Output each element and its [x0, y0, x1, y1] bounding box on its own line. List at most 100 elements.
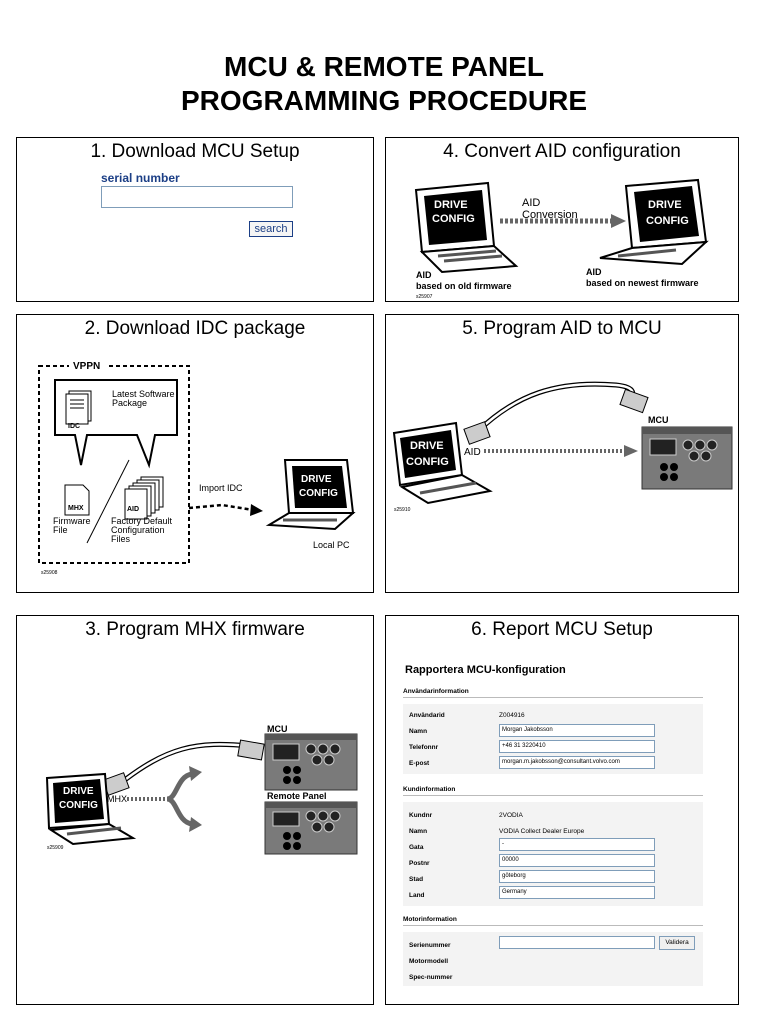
serial-number-input[interactable] [101, 186, 293, 208]
connector-right [619, 388, 649, 414]
section-customer-body: Kundnr 2VODIA Namn VODIA Collect Dealer … [403, 802, 703, 906]
panel-title: 3. Program MHX firmware [85, 619, 305, 640]
idc-download-diagram: VPPN IDC Latest Software Package MHX AID… [38, 360, 356, 576]
panel-title: 6. Report MCU Setup [471, 619, 653, 640]
drive-text: DRIVE [410, 440, 444, 452]
fork-arrow-up [166, 771, 193, 802]
factory-line-3: Files [111, 534, 131, 544]
panel-title: 4. Convert AID configuration [443, 141, 681, 162]
mcu-label: MCU [267, 724, 288, 734]
connector-left [463, 421, 491, 445]
customer-label: Kundnr [409, 812, 433, 819]
serial-number-label: serial number [101, 171, 180, 185]
conversion-text: Conversion [522, 209, 578, 221]
fork-arrow-down [166, 796, 193, 827]
latest-line-1: Latest Software [112, 389, 175, 399]
panel-program-mhx: 3. Program MHX firmware DRIVE CONFIG MHX [16, 615, 374, 1005]
right-aid-label: AID [586, 267, 602, 277]
import-arrow [188, 503, 254, 512]
latest-line-2: Package [112, 398, 147, 408]
idc-document-icon [65, 390, 92, 425]
section-user-body: Användarid Z004916 Namn Morgan Jakobsson… [403, 704, 703, 774]
remote-panel-icon [264, 801, 358, 855]
page-title-line-2: PROGRAMMING PROCEDURE [180, 85, 587, 116]
panel-title: 5. Program AID to MCU [462, 318, 662, 339]
validate-button[interactable]: Validera [659, 936, 695, 950]
page-title-line-1: MCU & REMOTE PANEL [224, 51, 544, 82]
firmware-line-2: File [53, 525, 68, 535]
vppn-label: VPPN [73, 361, 100, 372]
laptop-icon-left [414, 181, 519, 274]
idc-label: IDC [68, 423, 80, 430]
conversion-arrow-head [611, 214, 626, 228]
customer-value: 2VODIA [499, 812, 523, 819]
panel-title: 1. Download MCU Setup [90, 141, 300, 162]
aid-files-icon [124, 476, 164, 520]
postal-input[interactable]: 00000 [499, 854, 655, 867]
city-input[interactable]: göteborg [499, 870, 655, 883]
remote-panel-label: Remote Panel [267, 791, 327, 801]
panel-convert-aid: 4. Convert AID configuration DRIVE CONFI… [385, 137, 739, 302]
drive-text: DRIVE [63, 786, 94, 797]
import-arrow-head [250, 504, 263, 516]
laptop-icon [265, 459, 356, 531]
section-user: Användarinformation [403, 688, 703, 698]
aid-label: AID [464, 447, 481, 458]
figure-code: s25909 [47, 845, 64, 851]
config-text: CONFIG [59, 800, 98, 811]
figure-code: s25910 [394, 507, 411, 513]
cable [476, 381, 635, 433]
right-aid-sub: based on newest firmware [586, 278, 699, 288]
email-label: E-post [409, 760, 430, 767]
drive-text: DRIVE [434, 199, 468, 211]
customer-name-value: VODIA Collect Dealer Europe [499, 828, 585, 835]
laptop-icon [392, 421, 493, 505]
aid-conversion-diagram: DRIVE CONFIG AID Conversion DRIVE CONFIG… [414, 178, 709, 300]
user-id-value: Z004916 [499, 712, 525, 719]
mcu-device-icon [264, 733, 358, 791]
figure-code: s25908 [41, 570, 58, 576]
name-label: Namn [409, 728, 428, 735]
country-input[interactable]: Germany [499, 886, 655, 899]
serial-label: Serienummer [409, 942, 451, 949]
left-aid-label: AID [416, 270, 432, 280]
aid-program-diagram: DRIVE CONFIG AID MCU s25910 [392, 381, 733, 513]
config-text: CONFIG [432, 213, 475, 225]
divider-line [86, 459, 130, 544]
laptop-icon-right [599, 178, 709, 266]
drive-text: DRIVE [648, 199, 682, 211]
section-engine-body: Serienummer Validera Motormodell Spec-nu… [403, 932, 703, 986]
postal-label: Postnr [409, 860, 430, 867]
mhx-label: MHX [68, 505, 84, 512]
connector-right [237, 739, 265, 761]
aid-text: AID [522, 197, 540, 209]
name-input[interactable]: Morgan Jakobsson [499, 724, 655, 737]
laptop-icon [45, 772, 137, 846]
firmware-line-1: Firmware [53, 516, 91, 526]
program-arrow-head [624, 445, 638, 457]
factory-line-2: Configuration [111, 525, 165, 535]
mhx-program-diagram: DRIVE CONFIG MHX MCU [45, 724, 358, 855]
import-idc-label: Import IDC [199, 483, 243, 493]
city-label: Stad [409, 876, 424, 883]
user-id-label: Användarid [409, 712, 445, 719]
panel-download-idc: 2. Download IDC package VPPN IDC Latest … [16, 314, 374, 593]
mcu-device-icon [641, 426, 733, 490]
report-form: Rapportera MCU-konfiguration Användarinf… [397, 660, 707, 990]
mhx-file-icon [64, 484, 90, 516]
model-label: Motormodell [409, 958, 448, 965]
street-input[interactable]: - [499, 838, 655, 851]
left-aid-sub: based on old firmware [416, 281, 512, 291]
search-button[interactable]: search [249, 221, 293, 237]
config-text: CONFIG [406, 456, 449, 468]
phone-input[interactable]: +46 31 3220410 [499, 740, 655, 753]
phone-label: Telefonnr [409, 744, 439, 751]
serial-input[interactable] [499, 936, 655, 949]
section-engine: Motorinformation [403, 916, 703, 926]
email-input[interactable]: morgan.m.jakobsson@consultant.volvo.com [499, 756, 655, 769]
figure-code: s25907 [416, 294, 433, 300]
local-pc-label: Local PC [313, 540, 350, 550]
panel-download-mcu-setup: 1. Download MCU Setup serial number sear… [16, 137, 374, 302]
panel-program-aid: 5. Program AID to MCU DRIVE CONFIG AID [385, 314, 739, 593]
aid-label: AID [127, 506, 139, 513]
